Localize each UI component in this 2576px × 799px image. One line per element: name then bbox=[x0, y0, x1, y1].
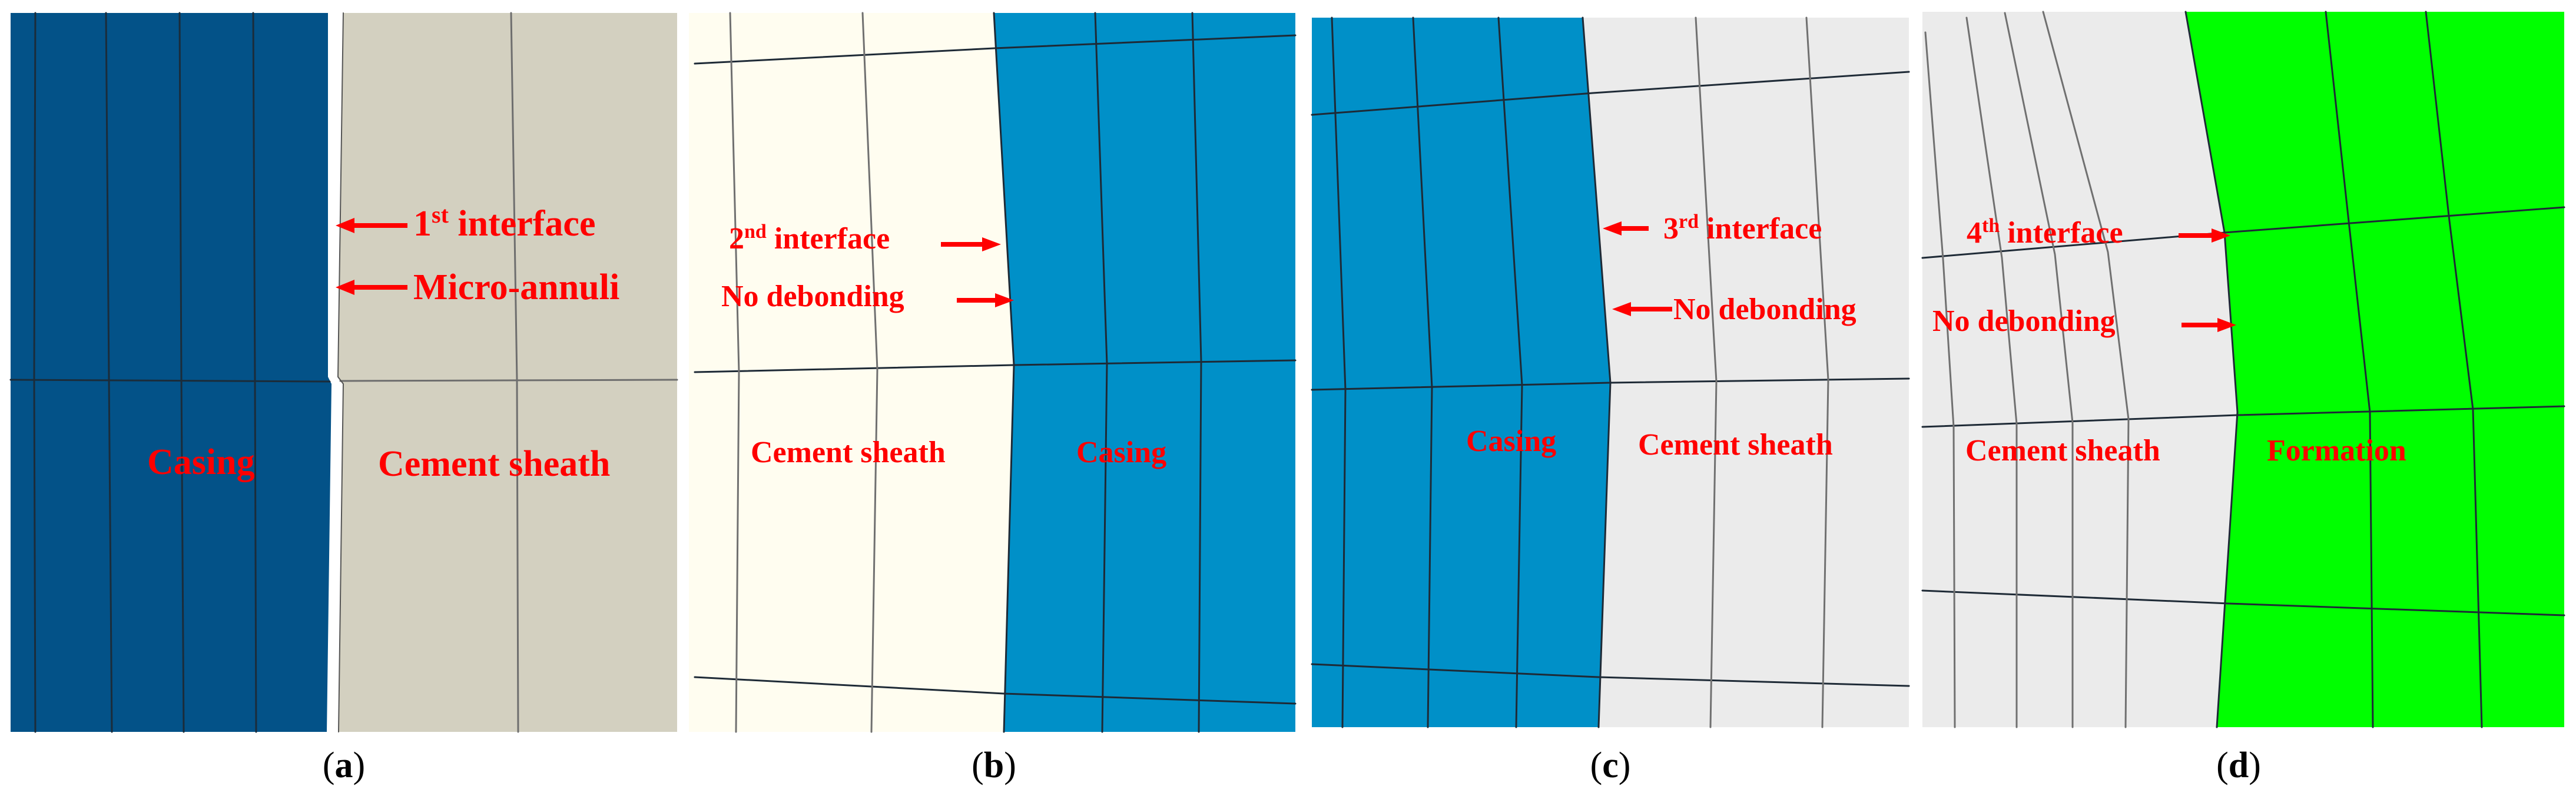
arrow-head bbox=[2212, 228, 2230, 243]
mesh-line bbox=[339, 379, 678, 382]
arrow-head bbox=[1612, 302, 1631, 316]
mesh-line bbox=[1695, 16, 1718, 728]
panel-caption: (c) bbox=[1590, 745, 1631, 785]
mesh-line bbox=[1094, 12, 1108, 733]
mesh-line bbox=[1921, 589, 2565, 616]
right-material-label: Cement sheath bbox=[378, 444, 610, 484]
mesh-line bbox=[178, 12, 185, 733]
panel-b-arrows bbox=[941, 237, 1014, 307]
mesh-line bbox=[2425, 11, 2483, 728]
mesh-line bbox=[1924, 31, 1956, 728]
mesh-line bbox=[9, 379, 331, 383]
panel-a-cement-region bbox=[338, 13, 677, 732]
no-debonding-label: No debonding bbox=[721, 280, 904, 313]
arrow-head bbox=[336, 218, 354, 233]
no-debonding-label: No debonding bbox=[1673, 293, 1856, 326]
panel-c-arrows bbox=[1603, 221, 1672, 316]
mesh-line bbox=[252, 12, 257, 733]
panel-a-mesh bbox=[9, 12, 678, 733]
mesh-line bbox=[2042, 11, 2130, 728]
mesh-line bbox=[33, 12, 37, 733]
panel-b-mesh bbox=[694, 12, 1297, 733]
cement-sheath-fill bbox=[689, 13, 1014, 732]
panel-caption: (a) bbox=[323, 745, 365, 785]
mesh-line bbox=[861, 12, 878, 733]
interface-label: 3rd interface bbox=[1663, 211, 1822, 246]
panel-a: 1st interface Micro-annuli Casing Cement… bbox=[9, 12, 678, 785]
panel-b-labels: 2nd interface No debonding Cement sheath… bbox=[721, 221, 1166, 469]
panel-a-casing-region bbox=[11, 13, 331, 732]
interface-edge bbox=[337, 12, 344, 732]
mesh-line bbox=[694, 34, 1297, 65]
mesh-line bbox=[1331, 16, 1347, 728]
cement-sheath-fill bbox=[338, 13, 677, 732]
interface-edge bbox=[2184, 11, 2239, 728]
mesh-line bbox=[729, 12, 740, 733]
mesh-line bbox=[1965, 16, 2018, 728]
panel-c: 3rd interface No debonding Casing Cement… bbox=[1311, 16, 1910, 785]
mesh-line bbox=[1497, 16, 1523, 728]
panel-a-arrows bbox=[336, 218, 407, 295]
mesh-line bbox=[105, 12, 113, 733]
right-material-label: Formation bbox=[2267, 434, 2406, 468]
no-debonding-label: No debonding bbox=[1932, 304, 2116, 338]
left-material-label: Cement sheath bbox=[751, 436, 946, 469]
interface-edge bbox=[1582, 16, 1612, 728]
panel-d-arrows bbox=[2179, 228, 2236, 332]
casing-fill bbox=[1312, 18, 1610, 727]
left-material-label: Cement sheath bbox=[1965, 434, 2160, 468]
interface-label: 4th interface bbox=[1967, 215, 2123, 250]
formation-fill bbox=[2186, 12, 2564, 727]
panel-a-labels: 1st interface Micro-annuli Casing Cement… bbox=[147, 201, 619, 484]
casing-fill bbox=[11, 13, 331, 732]
interface-label: 1st interface bbox=[413, 201, 595, 244]
interface-label: 2nd interface bbox=[729, 221, 890, 256]
mesh-line bbox=[1191, 12, 1202, 733]
panel-d-mesh bbox=[1921, 11, 2565, 728]
panel-caption: (d) bbox=[2216, 745, 2261, 785]
panel-caption: (b) bbox=[972, 745, 1016, 785]
panel-c-labels: 3rd interface No debonding Casing Cement… bbox=[1466, 211, 1856, 462]
cement-sheath-fill bbox=[1583, 18, 1909, 727]
panel-d-labels: 4th interface No debonding Cement sheath… bbox=[1932, 215, 2406, 468]
mesh-line bbox=[1311, 663, 1910, 687]
left-material-label: Casing bbox=[147, 442, 255, 482]
right-material-label: Cement sheath bbox=[1638, 428, 1833, 462]
right-material-label: Casing bbox=[1076, 436, 1166, 469]
panel-b: 2nd interface No debonding Cement sheath… bbox=[689, 12, 1297, 785]
micro-annuli-label: Micro-annuli bbox=[413, 267, 619, 307]
mesh-line bbox=[1412, 16, 1433, 728]
arrow-head bbox=[1603, 221, 1622, 236]
casing-fill bbox=[994, 13, 1295, 732]
left-material-label: Casing bbox=[1466, 425, 1556, 458]
mesh-line bbox=[2325, 11, 2374, 728]
mesh-line bbox=[1311, 71, 1910, 116]
arrow-head bbox=[995, 293, 1014, 307]
interface-edge bbox=[993, 12, 1015, 733]
panel-d: 4th interface No debonding Cement sheath… bbox=[1921, 11, 2565, 785]
cement-sheath-fill bbox=[1922, 12, 2237, 727]
arrow-head bbox=[2217, 318, 2236, 332]
arrow-head bbox=[336, 280, 354, 295]
panel-c-mesh bbox=[1311, 16, 1910, 728]
mesh-line bbox=[1805, 16, 1829, 728]
mesh-line bbox=[2004, 12, 2074, 728]
arrow-head bbox=[982, 237, 1001, 251]
